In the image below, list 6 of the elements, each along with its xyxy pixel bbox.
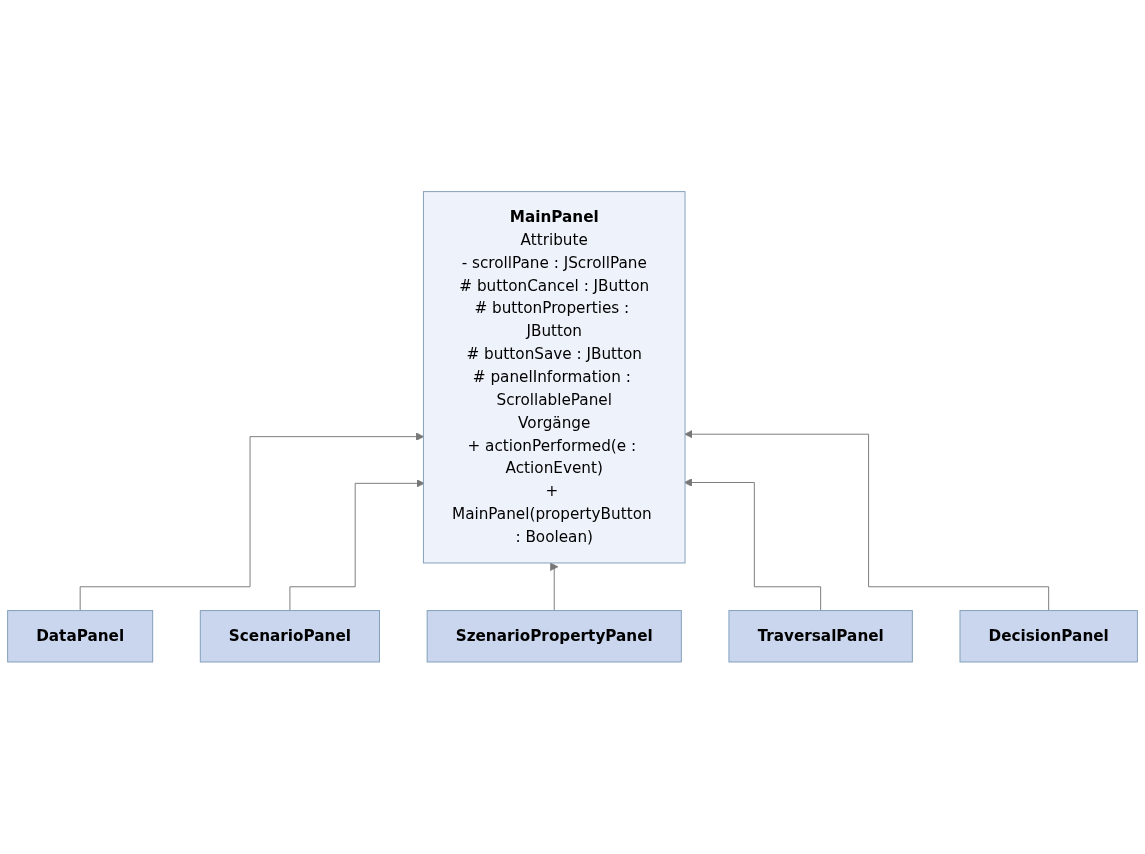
node-box: MainPanel Attribute - scrollPane : JScrollPane # buttonCancel : JButton # buttonProperties : JButton # buttonSave : JButton # panelInformation : ScrollablePanel Vorgänge + actionPerformed(e : ActionEvent) + MainPanel(propertyButton : Boolean) [422,191,686,564]
node-box: ScenarioPanel [199,610,380,663]
node-box: TraversalPanel [728,610,913,663]
node-box: DecisionPanel [959,610,1138,663]
node-box: SzenarioPropertyPanel [426,610,682,663]
node-box: DataPanel [7,610,154,663]
